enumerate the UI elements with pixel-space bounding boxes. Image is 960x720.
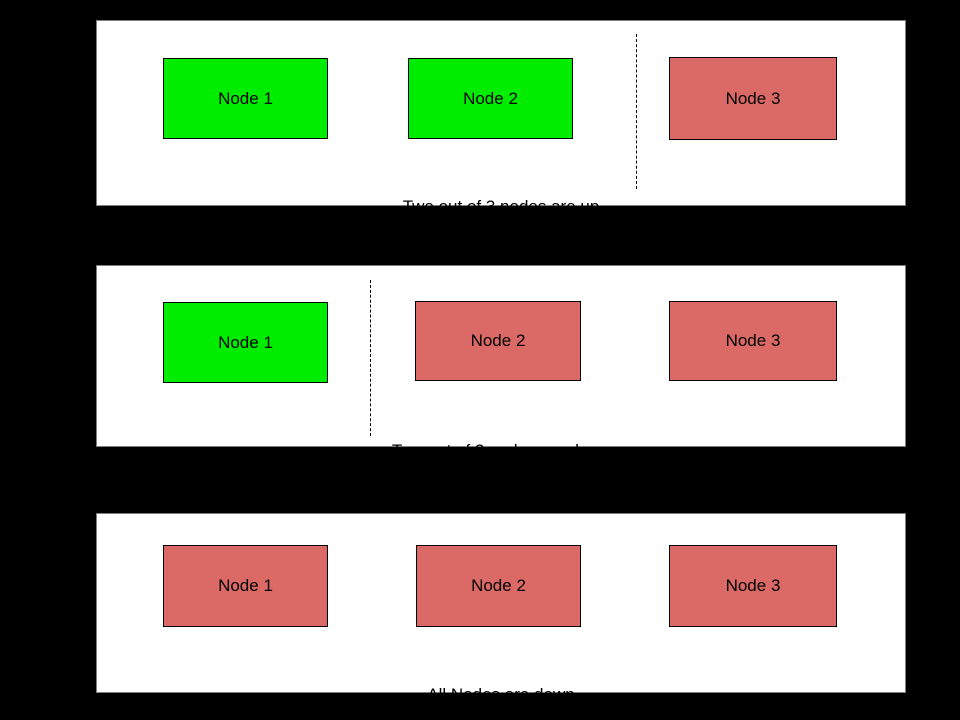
network-partition-divider xyxy=(370,280,371,436)
node-label: Node 1 xyxy=(218,332,273,352)
node-label: Node 2 xyxy=(471,576,526,595)
panel2-node1-box: Node 1 xyxy=(163,302,328,383)
panel2-node2-box: Node 2 xyxy=(415,301,581,381)
caption-line-1: All Nodes are down xyxy=(427,685,575,704)
panel1-node2-box: Node 2 xyxy=(408,58,573,139)
panel1-node1-box: Node 1 xyxy=(163,58,328,139)
panel3-node3-box: Node 3 xyxy=(669,545,837,627)
panel-caption: All Nodes are down Majority Fails & Clus… xyxy=(97,642,905,720)
caption-line-1: Two out of 3 nodes are up xyxy=(402,197,600,216)
panel3-node2-box: Node 2 xyxy=(416,545,581,627)
panel1-node3-box: Node 3 xyxy=(669,57,837,140)
node-label: Node 2 xyxy=(463,88,518,108)
node-label: Node 2 xyxy=(470,331,526,350)
network-partition-divider xyxy=(636,34,637,189)
node-label: Node 1 xyxy=(218,576,273,595)
panel2-node3-box: Node 3 xyxy=(669,301,837,381)
node-label: Node 3 xyxy=(725,576,781,595)
scenario-panel-majority-up: Node 1 Node 2 Node 3 Two out of 3 nodes … xyxy=(96,20,906,279)
panel3-node1-box: Node 1 xyxy=(163,545,328,627)
node-label: Node 3 xyxy=(725,88,781,108)
scenario-panel-all-down: Node 1 Node 2 Node 3 All Nodes are down … xyxy=(96,513,906,704)
scenario-panel-majority-down: Node 1 Node 2 Node 3 Two out of 3 nodes … xyxy=(96,265,906,523)
node-label: Node 3 xyxy=(725,331,781,350)
node-label: Node 1 xyxy=(218,88,273,108)
caption-line-1: Two out of 3 nodes are down xyxy=(391,441,611,460)
